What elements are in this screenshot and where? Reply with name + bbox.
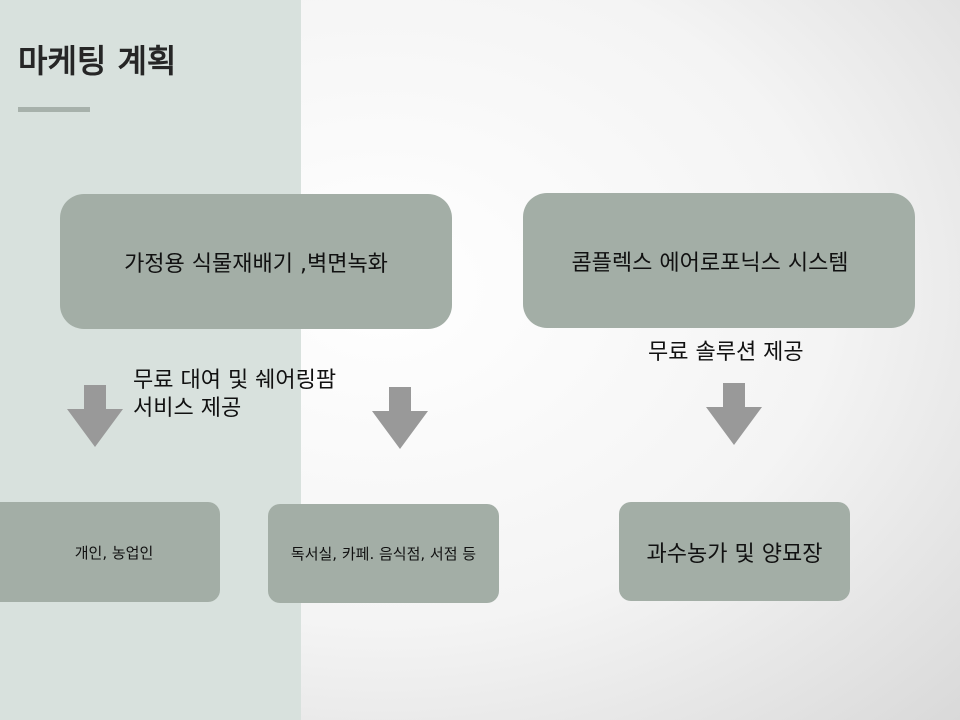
box-individuals-farmers-label: 개인, 농업인 <box>74 543 154 562</box>
box-orchards-nurseries: 과수농가 및 양묘장 <box>619 502 850 601</box>
box-businesses-label: 독서실, 카페. 음식점, 서점 등 <box>290 545 477 563</box>
slide-title: 마케팅 계획 <box>18 42 177 80</box>
down-arrow-icon <box>67 385 123 447</box>
down-arrow-icon <box>372 387 428 449</box>
free-rental-label-line2: 서비스 제공 <box>133 396 242 421</box>
free-rental-label-line1: 무료 대여 및 쉐어링팜 <box>133 368 337 393</box>
box-home-plant-grower: 가정용 식물재배기 ,벽면녹화 <box>60 194 452 329</box>
free-solution-label: 무료 솔루션 제공 <box>648 340 804 365</box>
title-underline <box>18 107 90 112</box>
box-businesses: 독서실, 카페. 음식점, 서점 등 <box>268 504 499 603</box>
box-aeroponics-system: 콤플렉스 에어로포닉스 시스템 <box>523 193 915 328</box>
box-orchards-nurseries-label: 과수농가 및 양묘장 <box>646 541 823 567</box>
box-home-plant-grower-label: 가정용 식물재배기 ,벽면녹화 <box>124 251 388 277</box>
box-individuals-farmers: 개인, 농업인 <box>0 502 220 602</box>
box-aeroponics-system-label: 콤플렉스 에어로포닉스 시스템 <box>571 250 849 276</box>
free-rental-label: 무료 대여 및 쉐어링팜 서비스 제공 <box>133 367 336 423</box>
down-arrow-icon <box>706 383 762 445</box>
